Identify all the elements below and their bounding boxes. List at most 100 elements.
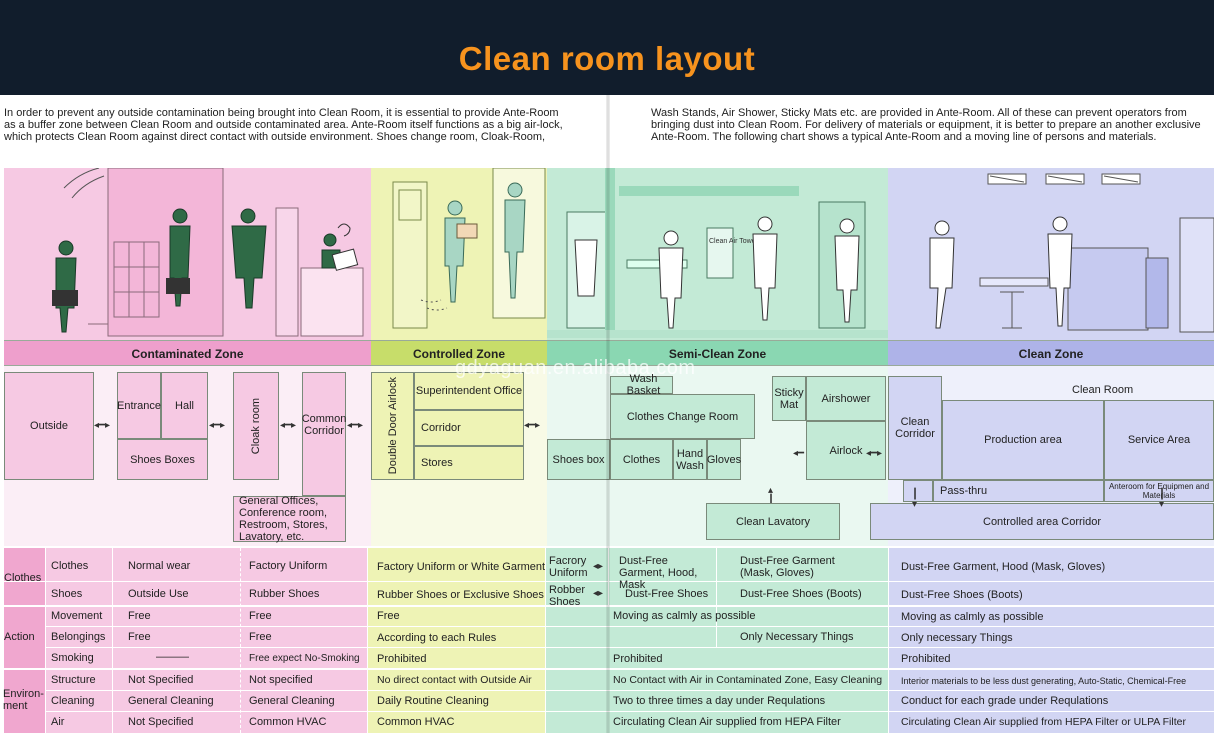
table-band-controlled xyxy=(367,548,545,733)
table-band-contaminated xyxy=(4,548,367,733)
clothes-change-room-box: Clothes Change Room xyxy=(610,394,755,439)
stores-box: Stores xyxy=(414,446,524,480)
clothes-box: Clothes xyxy=(610,439,673,480)
contaminated-zone-illustration xyxy=(4,168,371,340)
grid-line xyxy=(112,548,113,733)
row-label-clothes: Clothes xyxy=(51,560,89,572)
double-arrow: ◂▸ xyxy=(593,588,604,599)
controlled-zone-scene xyxy=(392,168,546,329)
cell: Moving as calmly as possible xyxy=(901,611,1044,623)
pass-thru-left-box xyxy=(903,480,933,502)
cell: Rubber Shoes or Exclusive Shoes xyxy=(377,589,544,601)
cell: No Contact with Air in Contaminated Zone… xyxy=(613,674,883,686)
table-group-column xyxy=(4,548,45,733)
cell: Robber Shoes xyxy=(549,584,586,608)
grid-line xyxy=(45,711,1214,712)
cell: Free xyxy=(377,610,400,622)
double-arrow: ◂━▸ xyxy=(866,448,883,459)
cell: Two to three times a day under Requlatio… xyxy=(613,695,826,707)
cell: Conduct for each grade under Requlations xyxy=(901,695,1109,707)
cloak-room-label: Cloak room xyxy=(250,397,262,455)
contaminated-zone-scene xyxy=(52,168,364,337)
arrow-down: ┃▾ xyxy=(912,489,919,510)
double-arrow: ◂━▸ xyxy=(94,420,111,431)
intro-left-line: In order to prevent any outside contamin… xyxy=(4,107,559,119)
intro-right-line: Ante-Room. The following chart shows a t… xyxy=(651,131,1157,143)
cell: Prohibited xyxy=(377,653,427,665)
clean-zone-scene xyxy=(929,173,1214,333)
cell: Circulating Clean Air supplied from HEPA… xyxy=(901,716,1186,728)
cell: Daily Routine Cleaning xyxy=(377,695,489,707)
cell: General Cleaning xyxy=(249,695,335,707)
arrow-left: ◂━ xyxy=(793,448,805,459)
cell: Dust-Free Garment, Hood, Mask xyxy=(619,555,698,591)
cell: ——— xyxy=(156,651,189,663)
grid-line xyxy=(4,581,1214,582)
cell: Free xyxy=(128,631,151,643)
cell: Interior materials to be less dust gener… xyxy=(901,676,1187,686)
cell: Not specified xyxy=(249,674,313,686)
cell: Free expect No-Smoking xyxy=(249,653,360,664)
double-arrow: ◂━▸ xyxy=(209,420,226,431)
cell: Dust-Free Garment (Mask, Gloves) xyxy=(740,555,835,579)
row-label-structure: Structure xyxy=(51,674,96,686)
grid-line xyxy=(367,548,368,733)
grid-line xyxy=(45,626,1214,627)
controlled-zone-illustration xyxy=(371,168,547,340)
controlled-area-corridor-box: Controlled area Corridor xyxy=(870,503,1214,540)
double-door-airlock-label: Double Door Airlock xyxy=(386,377,399,475)
cell: Outside Use xyxy=(128,588,189,600)
service-area-box: Service Area xyxy=(1104,400,1214,480)
cell: Free xyxy=(128,610,151,622)
cell: Not Specified xyxy=(128,716,194,728)
clean-zone-illustration xyxy=(888,168,1214,340)
double-door-airlock-box: Double Door Airlock xyxy=(371,372,414,480)
hall-box: Hall xyxy=(161,372,208,439)
row-label-belongings: Belongings xyxy=(51,631,106,643)
anteroom-equipment-box: Anteroom for Equipmen and Materials xyxy=(1104,480,1214,502)
pass-thru-box: Pass-thru xyxy=(933,480,1104,502)
intro-left-line: as a buffer zone between Clean Room and … xyxy=(4,119,563,131)
sticky-mat-box: Sticky Mat xyxy=(772,376,806,421)
arrow-down: ┃▾ xyxy=(1159,489,1166,510)
clean-room-label: Clean Room xyxy=(1072,384,1134,396)
table-band-clean xyxy=(888,548,1214,733)
cell: Rubber Shoes xyxy=(249,588,320,600)
cell: Factory Uniform xyxy=(249,560,328,572)
superintendent-office-box: Superintendent Office xyxy=(414,372,524,410)
shoes-boxes-box: Shoes Boxes xyxy=(117,439,208,480)
cell: Dust-Free Shoes (Boots) xyxy=(901,589,1023,601)
grid-line xyxy=(888,548,889,733)
cell: Prohibited xyxy=(613,653,663,665)
common-corridor-box: Common Corridor xyxy=(302,372,346,496)
cell: According to each Rules xyxy=(377,632,497,644)
cell: No direct contact with Outside Air xyxy=(377,674,532,686)
general-offices-box: General Offices, Conference room, Restro… xyxy=(233,495,346,543)
clean-lavatory-box: Clean Lavatory xyxy=(706,503,840,540)
double-arrow: ◂▸ xyxy=(593,561,604,572)
hand-wash-box: Hand Wash xyxy=(673,439,707,480)
group-action: Action xyxy=(4,631,35,643)
grid-line xyxy=(4,668,1214,670)
cell: Dust-Free Shoes xyxy=(625,588,709,600)
cell: Facrory Uniform xyxy=(549,555,588,579)
double-arrow: ◂━▸ xyxy=(347,420,364,431)
cell: Only necessary Things xyxy=(901,632,1013,644)
row-label-smoking: Smoking xyxy=(51,652,94,664)
row-label-shoes: Shoes xyxy=(51,588,83,600)
clean-air-tower-label: Clean Air Tower xyxy=(709,238,759,245)
group-clothes: Clothes xyxy=(4,572,42,584)
cell: General Cleaning xyxy=(128,695,214,707)
cell: Moving as calmly as possible xyxy=(613,610,756,622)
cell: Only Necessary Things xyxy=(740,631,854,643)
cell: Dust-Free Garment, Hood (Mask, Gloves) xyxy=(901,561,1106,573)
watermark: gdyaguan.en.alibaba.com xyxy=(455,357,696,379)
intro-right-line: Wash Stands, Air Shower, Sticky Mats etc… xyxy=(651,107,1187,119)
zone-header-controlled: Controlled Zone xyxy=(371,340,547,366)
intro-right: Wash Stands, Air Shower, Sticky Mats etc… xyxy=(651,107,1214,143)
entrance-box: Entrance xyxy=(117,372,161,439)
title-banner xyxy=(0,0,1214,95)
cell: Free xyxy=(249,631,272,643)
cell: Free xyxy=(249,610,272,622)
row-label-cleaning: Cleaning xyxy=(51,695,95,707)
